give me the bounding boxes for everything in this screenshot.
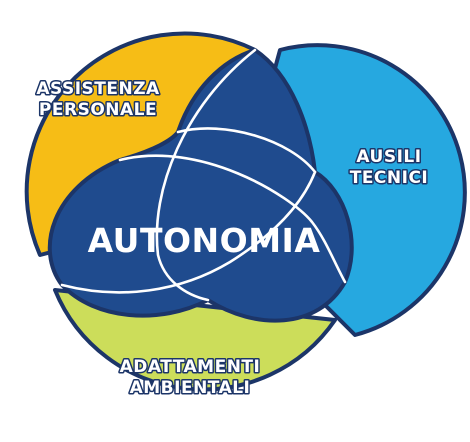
- core-divider-lines: [60, 48, 347, 302]
- label-assistenza-line-1: ASSISTENZA: [36, 79, 160, 99]
- divider-arc-left: [155, 48, 257, 302]
- label-ausili-line-1: AUSILI: [356, 147, 421, 167]
- divider-arc-right: [118, 154, 347, 284]
- label-assistenza-line-2: PERSONALE: [39, 100, 157, 120]
- divider-arc-bottom: [60, 170, 317, 294]
- core-shape: [47, 48, 354, 323]
- label-adattamenti-line-2: AMBIENTALI: [130, 378, 251, 398]
- label-adattamenti-line-1: ADATTAMENTI: [120, 357, 261, 377]
- label-ausili-line-2: TECNICI: [350, 168, 429, 188]
- divider-arc-top: [176, 127, 317, 174]
- center-label-autonomia: AUTONOMIA: [88, 221, 321, 260]
